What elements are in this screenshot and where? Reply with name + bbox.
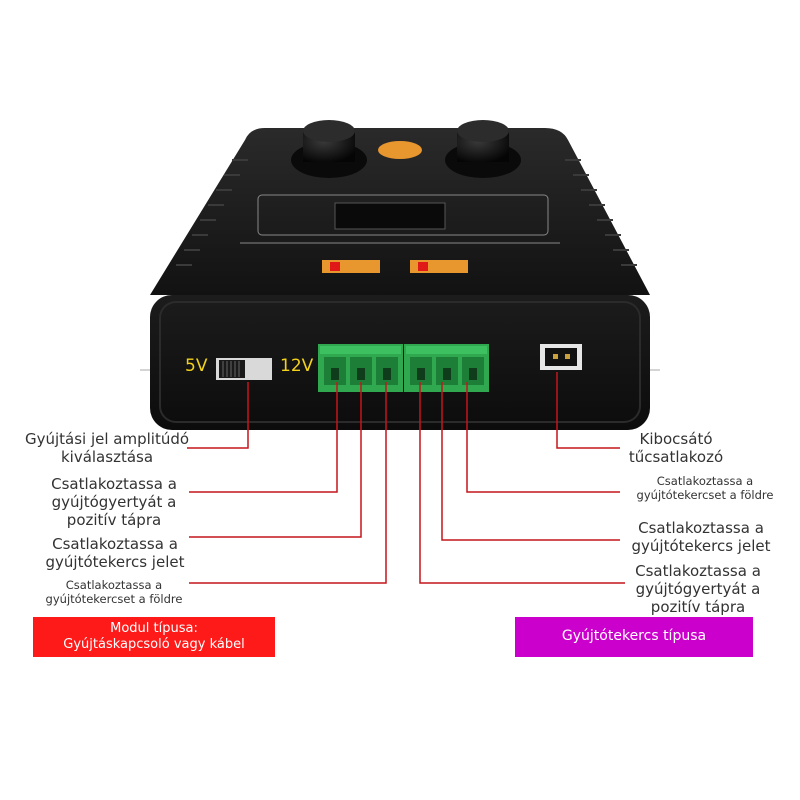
coil-type-title: Gyújtótekercs típusa [561, 628, 707, 645]
callout-right-spark-plug: Csatlakoztassa a gyújtógyertyát a pozití… [635, 562, 761, 616]
callout-left-coil-ground: Csatlakoztassa a gyújtótekercset a földr… [45, 578, 183, 606]
center-button [378, 141, 422, 159]
module-type-title: Modul típusa: [110, 620, 198, 636]
callout-left-coil-signal: Csatlakoztassa a gyújtótekercs jelet [45, 535, 185, 571]
callout-left-spark-plug: Csatlakoztassa a gyújtógyertyát a pozití… [51, 475, 177, 529]
side-grip-right [565, 159, 637, 266]
voltage-switch [216, 358, 272, 380]
callout-right-coil-signal: Csatlakoztassa a gyújtótekercs jelet [631, 519, 771, 555]
right-knob [445, 120, 521, 178]
module-type-options: Gyújtáskapcsoló vagy kábel [63, 637, 245, 652]
module-type-badge: Modul típusa: Gyújtáskapcsoló vagy kábel [33, 617, 275, 657]
label-5v: 5V [185, 356, 208, 376]
left-knob [291, 120, 367, 178]
ignition-tester-device [140, 120, 660, 430]
terminal-label-strip [322, 260, 468, 273]
callout-right-coil-ground: Csatlakoztassa a gyújtótekercset a földr… [636, 474, 774, 502]
coil-type-badge: Gyújtótekercs típusa [515, 617, 753, 657]
callout-signal-amplitude: Gyújtási jel amplitúdó kiválasztása [24, 430, 190, 466]
terminal-block-left [318, 344, 403, 392]
label-12v: 12V [280, 356, 314, 376]
side-grip-left [176, 159, 248, 266]
callout-emitter-pin: Kibocsátó tűcsatlakozó [628, 430, 724, 466]
pin-header-connector [540, 344, 582, 370]
terminal-block-right [404, 344, 489, 392]
top-panel-print [240, 194, 560, 244]
